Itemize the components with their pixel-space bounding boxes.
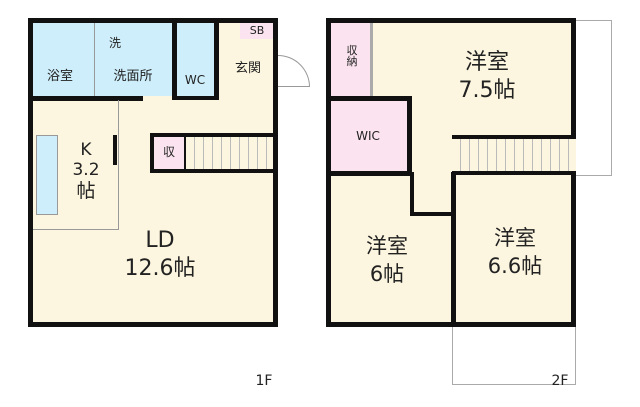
label-room3: 洋室 <box>494 226 536 250</box>
floor2-label: 2F <box>551 373 569 389</box>
label-room1-size: 7.5帖 <box>458 78 516 103</box>
label-entrance: 玄関 <box>234 61 262 76</box>
label-bath: 浴室 <box>46 69 74 84</box>
label-kitchen-unit: 帖 <box>76 180 96 202</box>
label-ld: LD <box>145 228 175 253</box>
staircase-1f <box>186 133 273 173</box>
bathroom <box>33 23 95 96</box>
label-room3-size: 6.6帖 <box>487 254 543 278</box>
balcony-right <box>572 20 612 176</box>
walk-in-closet <box>326 96 412 176</box>
floor1-label: 1F <box>255 373 273 389</box>
closet <box>331 23 373 98</box>
label-room2: 洋室 <box>366 234 408 258</box>
label-kitchen-size: 3.2 <box>72 160 100 180</box>
label-wic: WIC <box>356 129 380 143</box>
label-room2-size: 6帖 <box>369 262 405 286</box>
entrance-door[interactable] <box>278 55 310 87</box>
label-shoebox: SB <box>249 24 265 37</box>
label-washer: 洗 <box>108 36 122 50</box>
label-closet: 収納 <box>346 44 358 68</box>
label-room1: 洋室 <box>464 50 510 75</box>
shoebox <box>240 23 273 39</box>
staircase-2f <box>452 135 576 175</box>
kitchen-counter <box>36 135 58 215</box>
label-wc: WC <box>184 73 206 87</box>
label-washroom: 洗面所 <box>113 69 153 84</box>
wc-room <box>176 23 214 96</box>
label-kitchen: K <box>80 140 92 160</box>
label-ld-size: 12.6帖 <box>124 256 196 281</box>
label-storage-1f: 収 <box>162 145 176 159</box>
washroom <box>95 23 173 96</box>
